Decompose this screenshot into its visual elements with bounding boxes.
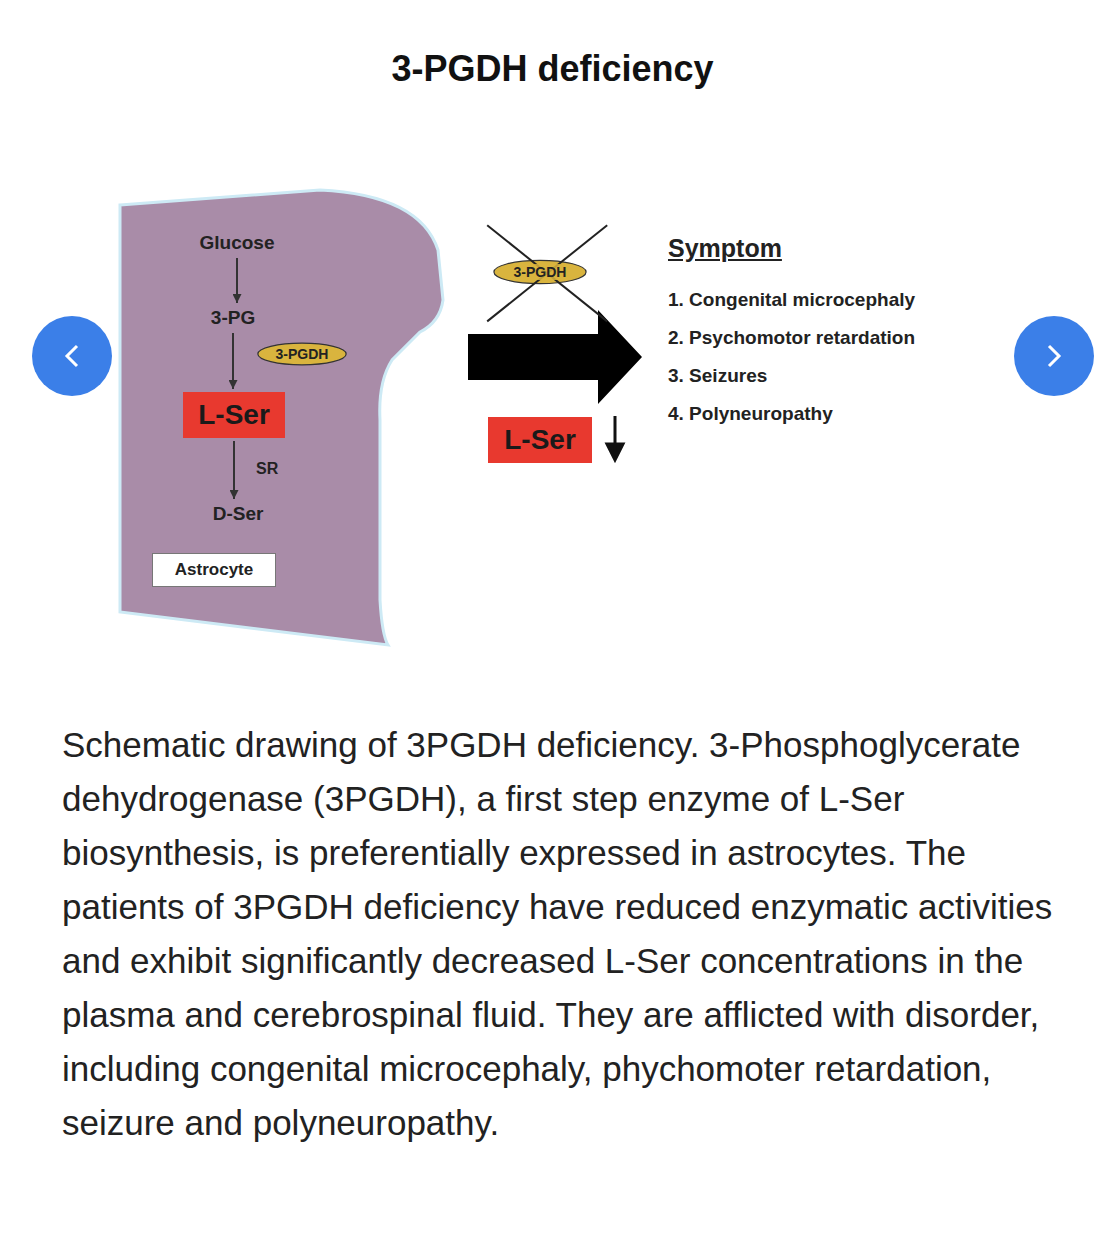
pathway-metabolite: 3-PG bbox=[209, 306, 258, 330]
figure-caption: Schematic drawing of 3PGDH deficiency. 3… bbox=[62, 718, 1072, 1150]
enzyme-label: SR bbox=[256, 460, 278, 478]
ellipse-fill bbox=[494, 260, 586, 283]
node-text: D-Ser bbox=[213, 503, 264, 525]
symptom-item: 2. Psychomotor retardation bbox=[668, 327, 915, 349]
down-arrow bbox=[607, 416, 623, 460]
pathway-arrow bbox=[233, 441, 235, 499]
big-arrow bbox=[468, 310, 642, 404]
node-text: 3-PGDH bbox=[514, 264, 567, 280]
product-box: L-Ser bbox=[488, 417, 592, 463]
nav-button-left bbox=[32, 316, 112, 396]
symptom-item: 3. Seizures bbox=[668, 365, 767, 387]
chevron-right bbox=[1049, 346, 1059, 366]
node-text: 3-PGDH bbox=[276, 346, 329, 362]
node-text: L-Ser bbox=[198, 399, 270, 431]
enzyme-ellipse: 3-PGDH bbox=[256, 342, 348, 366]
node-text: L-Ser bbox=[504, 424, 576, 456]
pathway-arrow bbox=[232, 333, 234, 389]
symptom-item: 1. Congenital microcephaly bbox=[668, 289, 915, 311]
ellipse-outline bbox=[256, 342, 348, 366]
cross-stroke bbox=[487, 225, 607, 321]
pathway-metabolite: D-Ser bbox=[211, 502, 266, 526]
ellipse-outline bbox=[492, 259, 588, 285]
nav-button-right bbox=[1014, 316, 1094, 396]
node-text: Astrocyte bbox=[175, 560, 253, 580]
diagram-title: 3-PGDH deficiency bbox=[0, 48, 1105, 90]
symptom-item: 4. Polyneuropathy bbox=[668, 403, 833, 425]
chevron-left bbox=[67, 346, 77, 366]
pathway-arrow bbox=[236, 258, 238, 303]
product-box: L-Ser bbox=[183, 392, 285, 438]
node-text: Glucose bbox=[200, 232, 275, 254]
ellipse-fill bbox=[258, 343, 346, 365]
deficient-enzyme-ellipse: 3-PGDH bbox=[492, 259, 588, 285]
head-silhouette bbox=[120, 190, 443, 645]
pathway-metabolite: Glucose bbox=[198, 231, 277, 255]
cross-stroke bbox=[487, 225, 607, 321]
cell-label-box: Astrocyte bbox=[152, 553, 276, 587]
list-heading: Symptom bbox=[668, 234, 782, 263]
node-text: 3-PG bbox=[211, 307, 255, 329]
